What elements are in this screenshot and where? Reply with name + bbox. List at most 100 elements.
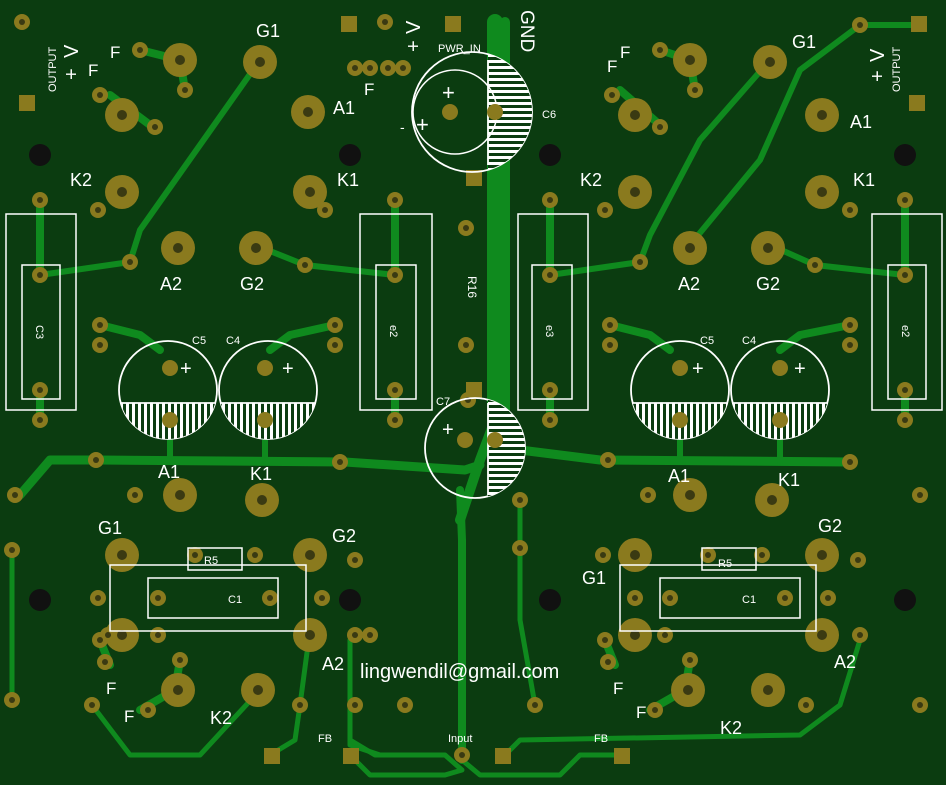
g2-label: G2 <box>240 274 264 294</box>
via-hole <box>19 19 25 25</box>
plus-label: + <box>692 358 704 380</box>
plus-label: + <box>282 358 294 380</box>
via-hole <box>609 92 615 98</box>
k2-label: K2 <box>720 718 742 738</box>
via-hole <box>97 322 103 328</box>
gnd-label: GND <box>516 10 537 52</box>
f-label: F <box>88 61 98 80</box>
via-hole <box>607 322 613 328</box>
g1-label: G1 <box>98 518 122 538</box>
pads <box>19 16 927 764</box>
square-pad <box>264 748 280 764</box>
via-hole <box>847 207 853 213</box>
square-pad <box>495 748 511 764</box>
a2-label: A2 <box>678 274 700 294</box>
via-hole <box>182 87 188 93</box>
square-pad <box>19 95 35 111</box>
via-hole <box>652 707 658 713</box>
via-hole <box>847 459 853 465</box>
a2-label: A2 <box>834 652 856 672</box>
via-hole <box>155 595 161 601</box>
k1-label: K1 <box>778 470 800 490</box>
via-hole <box>392 417 398 423</box>
square-pad <box>445 16 461 32</box>
c6-label: C6 <box>542 109 556 121</box>
square-pad <box>909 95 925 111</box>
via-hole <box>657 124 663 130</box>
via-hole <box>145 707 151 713</box>
plus-label: + <box>403 40 425 52</box>
via-hole <box>97 92 103 98</box>
via-hole <box>532 702 538 708</box>
a2-label: A2 <box>160 274 182 294</box>
c5-label: C5 <box>192 335 206 347</box>
via-hole <box>847 322 853 328</box>
via-hole <box>847 342 853 348</box>
mounting-holes <box>29 144 916 611</box>
via-hole <box>177 657 183 663</box>
via-hole <box>367 65 373 71</box>
r16-label: R16 <box>465 276 479 298</box>
e2-label: e2 <box>899 325 911 337</box>
via-hole <box>607 342 613 348</box>
via-hole <box>319 595 325 601</box>
c5-label: C5 <box>700 335 714 347</box>
a1-label: A1 <box>850 112 872 132</box>
via-hole <box>192 552 198 558</box>
via-hole <box>97 342 103 348</box>
via-hole <box>322 207 328 213</box>
via-hole <box>95 595 101 601</box>
via-hole <box>803 702 809 708</box>
square-pad <box>614 748 630 764</box>
small-pad-holes <box>9 19 923 758</box>
plus-label: + <box>442 80 455 105</box>
via-hole <box>902 272 908 278</box>
f-label: F <box>106 679 116 698</box>
via-hole <box>517 545 523 551</box>
via-hole <box>917 492 923 498</box>
via-hole <box>352 65 358 71</box>
via-hole <box>9 547 15 553</box>
via-hole <box>97 637 103 643</box>
via-hole <box>902 387 908 393</box>
pwr-in-label: PWR_IN <box>438 43 481 55</box>
via-hole <box>857 632 863 638</box>
output-label-right: OUTPUT <box>891 47 903 93</box>
via-hole <box>657 47 663 53</box>
via-hole <box>37 417 43 423</box>
input-label: Input <box>448 733 472 745</box>
f-label: F <box>110 43 120 62</box>
via-hole <box>825 595 831 601</box>
g2-label: G2 <box>332 526 356 546</box>
via-hole <box>127 259 133 265</box>
via-hole <box>297 702 303 708</box>
via-hole <box>645 492 651 498</box>
silkscreen-text: OUTPUT + V F F G1 A1 K2 K1 A2 G2 + V F G… <box>33 10 911 745</box>
via-hole <box>687 657 693 663</box>
via-hole <box>463 342 469 348</box>
plus-label: + <box>416 112 429 137</box>
via-hole <box>463 225 469 231</box>
r5-label: R5 <box>718 558 732 570</box>
c1-label: C1 <box>228 594 242 606</box>
plus-label: + <box>61 68 83 80</box>
via-hole <box>517 497 523 503</box>
via-hole <box>692 87 698 93</box>
output-label-left: OUTPUT <box>47 47 59 93</box>
via-hole <box>705 552 711 558</box>
fb-label: FB <box>318 733 332 745</box>
k2-label: K2 <box>70 170 92 190</box>
g2-label: G2 <box>756 274 780 294</box>
a1-label: A1 <box>668 466 690 486</box>
via-hole <box>602 637 608 643</box>
c3-label: C3 <box>33 325 45 339</box>
e2-label: e2 <box>387 325 399 337</box>
via-hole <box>782 595 788 601</box>
plus-label: + <box>867 70 889 82</box>
via-hole <box>155 632 161 638</box>
plus-label: + <box>794 358 806 380</box>
via-hole <box>93 457 99 463</box>
via-hole <box>382 19 388 25</box>
via-hole <box>902 417 908 423</box>
